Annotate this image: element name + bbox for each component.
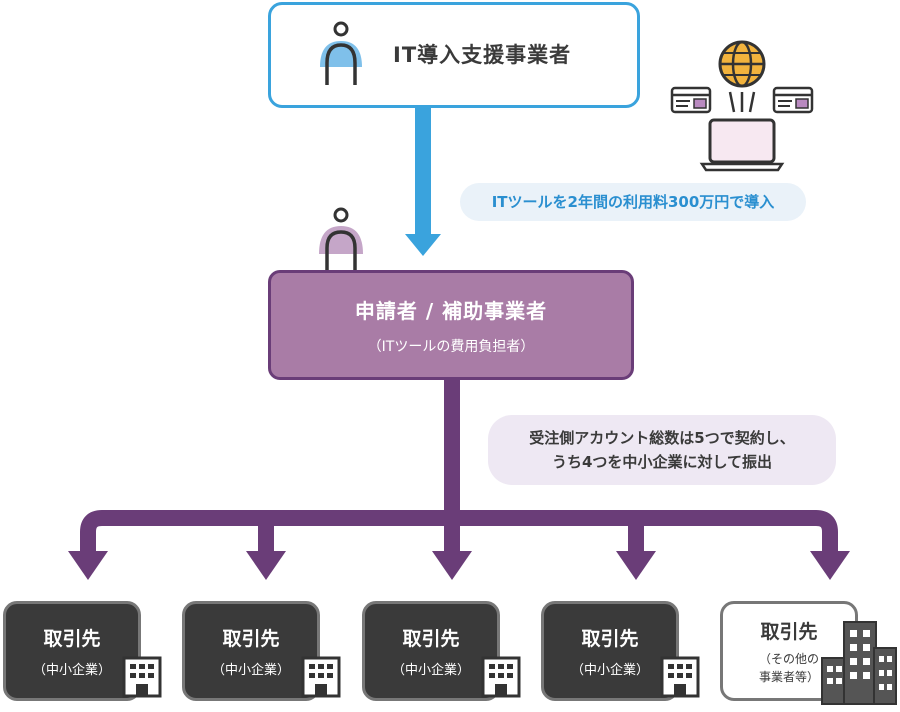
client-box-3: 取引先 （中小企業）: [362, 601, 500, 701]
client-type: （その他の 事業者等）: [758, 651, 819, 684]
building-icon: [122, 656, 162, 698]
arrow-head-5: [810, 551, 850, 580]
globe-icon: [718, 40, 766, 88]
client-name: 取引先: [222, 628, 280, 650]
blue-arrow-shaft: [415, 102, 431, 236]
client-name: 取引先: [581, 628, 639, 650]
laptop-icon: [699, 118, 785, 172]
building-icon: [821, 621, 897, 705]
account-note-line-2: うち4つを中小企業に対して振出: [552, 453, 772, 471]
arrow-head-4: [616, 551, 656, 580]
applicant-subtitle: （ITツールの費用負担者）: [367, 338, 535, 355]
arrow-head-2: [246, 551, 286, 580]
person-icon: [319, 207, 363, 272]
person-icon: [320, 21, 362, 85]
arrow-head-3: [432, 551, 472, 580]
drop-3: [628, 518, 644, 552]
purple-trunk: [444, 380, 460, 520]
browser-window-icon: [772, 86, 814, 114]
it-tool-illustration: [670, 40, 814, 172]
applicant-title: 申請者 / 補助事業者: [354, 298, 548, 323]
blue-arrow-head: [405, 234, 441, 256]
arrow-head-1: [68, 551, 108, 580]
client-type: （中小企業）: [570, 663, 649, 678]
client-type: （中小企業）: [211, 663, 290, 678]
vendor-box: IT導入支援事業者: [268, 2, 640, 108]
account-note-line-1: 受注側アカウント総数は5つで契約し、: [529, 429, 795, 447]
client-name: 取引先: [43, 628, 101, 650]
client-type: （中小企業）: [391, 663, 470, 678]
browser-window-icon: [670, 86, 712, 114]
account-allocation-note: 受注側アカウント総数は5つで契約し、 うち4つを中小企業に対して振出: [488, 415, 836, 485]
client-type: （中小企業）: [32, 663, 111, 678]
tool-introduction-note: ITツールを2年間の利用料300万円で導入: [460, 183, 806, 221]
client-box-2: 取引先 （中小企業）: [182, 601, 320, 701]
client-name: 取引先: [402, 628, 460, 650]
client-name: 取引先: [760, 620, 818, 643]
building-icon: [481, 656, 521, 698]
vendor-title: IT導入支援事業者: [393, 43, 572, 67]
client-box-4: 取引先 （中小企業）: [541, 601, 679, 701]
applicant-box: 申請者 / 補助事業者 （ITツールの費用負担者）: [268, 270, 634, 380]
client-box-1: 取引先 （中小企業）: [3, 601, 141, 701]
building-icon: [660, 656, 700, 698]
drop-1: [258, 518, 274, 552]
building-icon: [301, 656, 341, 698]
drop-2: [444, 518, 460, 552]
